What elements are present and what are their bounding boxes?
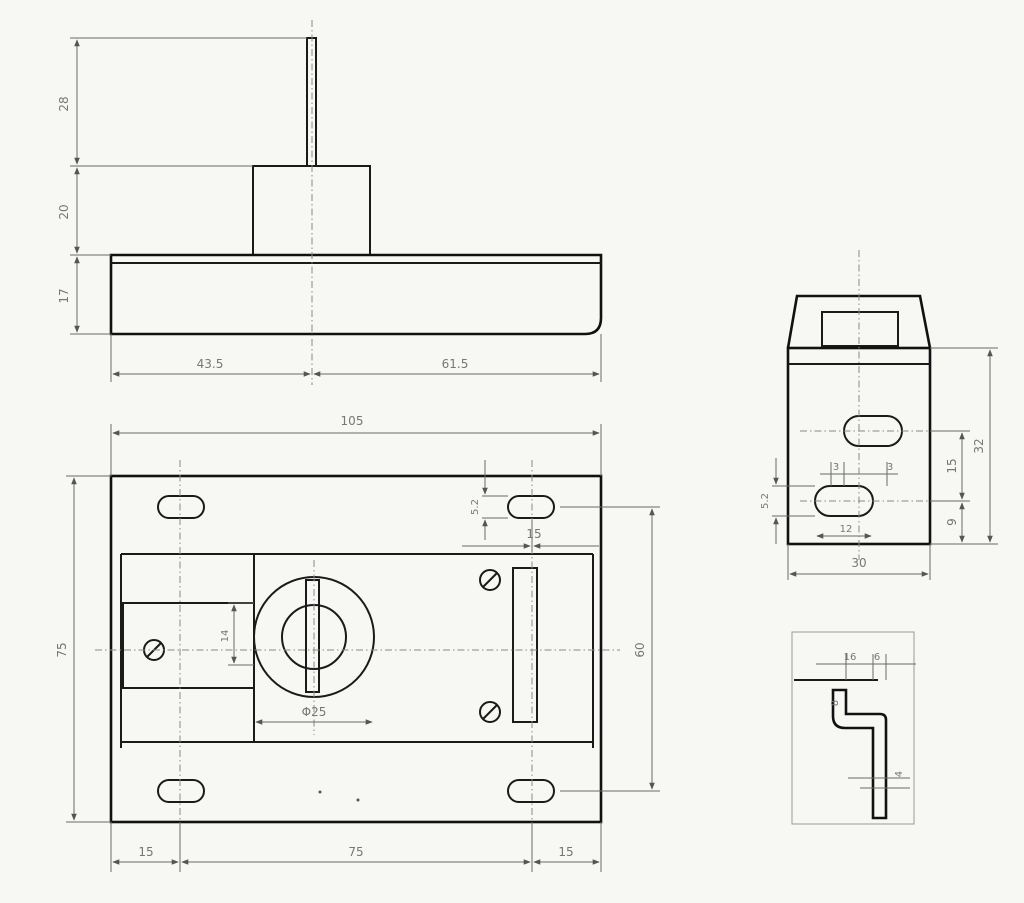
- dim-side-width: 30: [851, 556, 866, 570]
- plan-view: 105 75 60 14 Φ25 5.2 15: [55, 414, 660, 872]
- dim-hole-spacing-h: 75: [348, 845, 363, 859]
- dim-side-slot-b: 3: [887, 462, 893, 473]
- dim-left-width: 43.5: [197, 357, 224, 371]
- base-plate: [109, 253, 603, 336]
- detail-frame: [791, 631, 915, 825]
- dim-edge-left: 15: [138, 845, 153, 859]
- dim-detail-top-a: 16: [844, 652, 857, 663]
- dim-rod-height: 28: [57, 96, 71, 111]
- dim-hole-spacing-v: 60: [633, 642, 647, 657]
- mount-slot-bl: [157, 779, 205, 803]
- mount-slot-br: [507, 779, 555, 803]
- dim-side-slot-width: 12: [840, 524, 853, 535]
- dim-boss-height: 20: [57, 204, 71, 219]
- side-view: 32 15 9 5.2 3 3 12 30: [760, 250, 998, 580]
- mount-slot-tr: [507, 495, 555, 519]
- dim-slot-height: 5.2: [470, 499, 481, 515]
- screw-bottom: [479, 701, 501, 723]
- bolt-rect: [512, 567, 538, 723]
- dim-right-width: 61.5: [442, 357, 469, 371]
- dim-edge-right: 15: [558, 845, 573, 859]
- dim-side-slot-height: 5.2: [760, 493, 771, 509]
- plan-outline: [109, 474, 603, 824]
- screw-top: [479, 569, 501, 591]
- mount-slot-tl: [157, 495, 205, 519]
- detail-bracket: [831, 688, 888, 820]
- dim-side-slot-pitch: 9: [945, 518, 959, 526]
- dim-cyl-offset: 14: [220, 630, 231, 643]
- dim-cyl-diameter: Φ25: [302, 705, 327, 719]
- dim-side-slot-c: 15: [945, 458, 959, 473]
- side-top-slot: [821, 311, 899, 347]
- dim-plate-thickness: 17: [57, 288, 71, 303]
- dim-overall-height: 75: [55, 642, 69, 657]
- dim-detail-vert: 8: [830, 700, 841, 706]
- key-bar: [305, 579, 320, 693]
- dim-overall-width: 105: [341, 414, 364, 428]
- detail-view: 16 6 8 4: [791, 631, 916, 825]
- dim-slot-offset: 15: [526, 527, 541, 541]
- dim-side-slot-a: 3: [833, 462, 839, 473]
- dim-side-height: 32: [972, 438, 986, 453]
- dim-detail-bottom: 4: [894, 771, 905, 777]
- dim-detail-top-b: 6: [874, 652, 880, 663]
- front-view: 28 20 17 43.5 61.5: [57, 20, 603, 385]
